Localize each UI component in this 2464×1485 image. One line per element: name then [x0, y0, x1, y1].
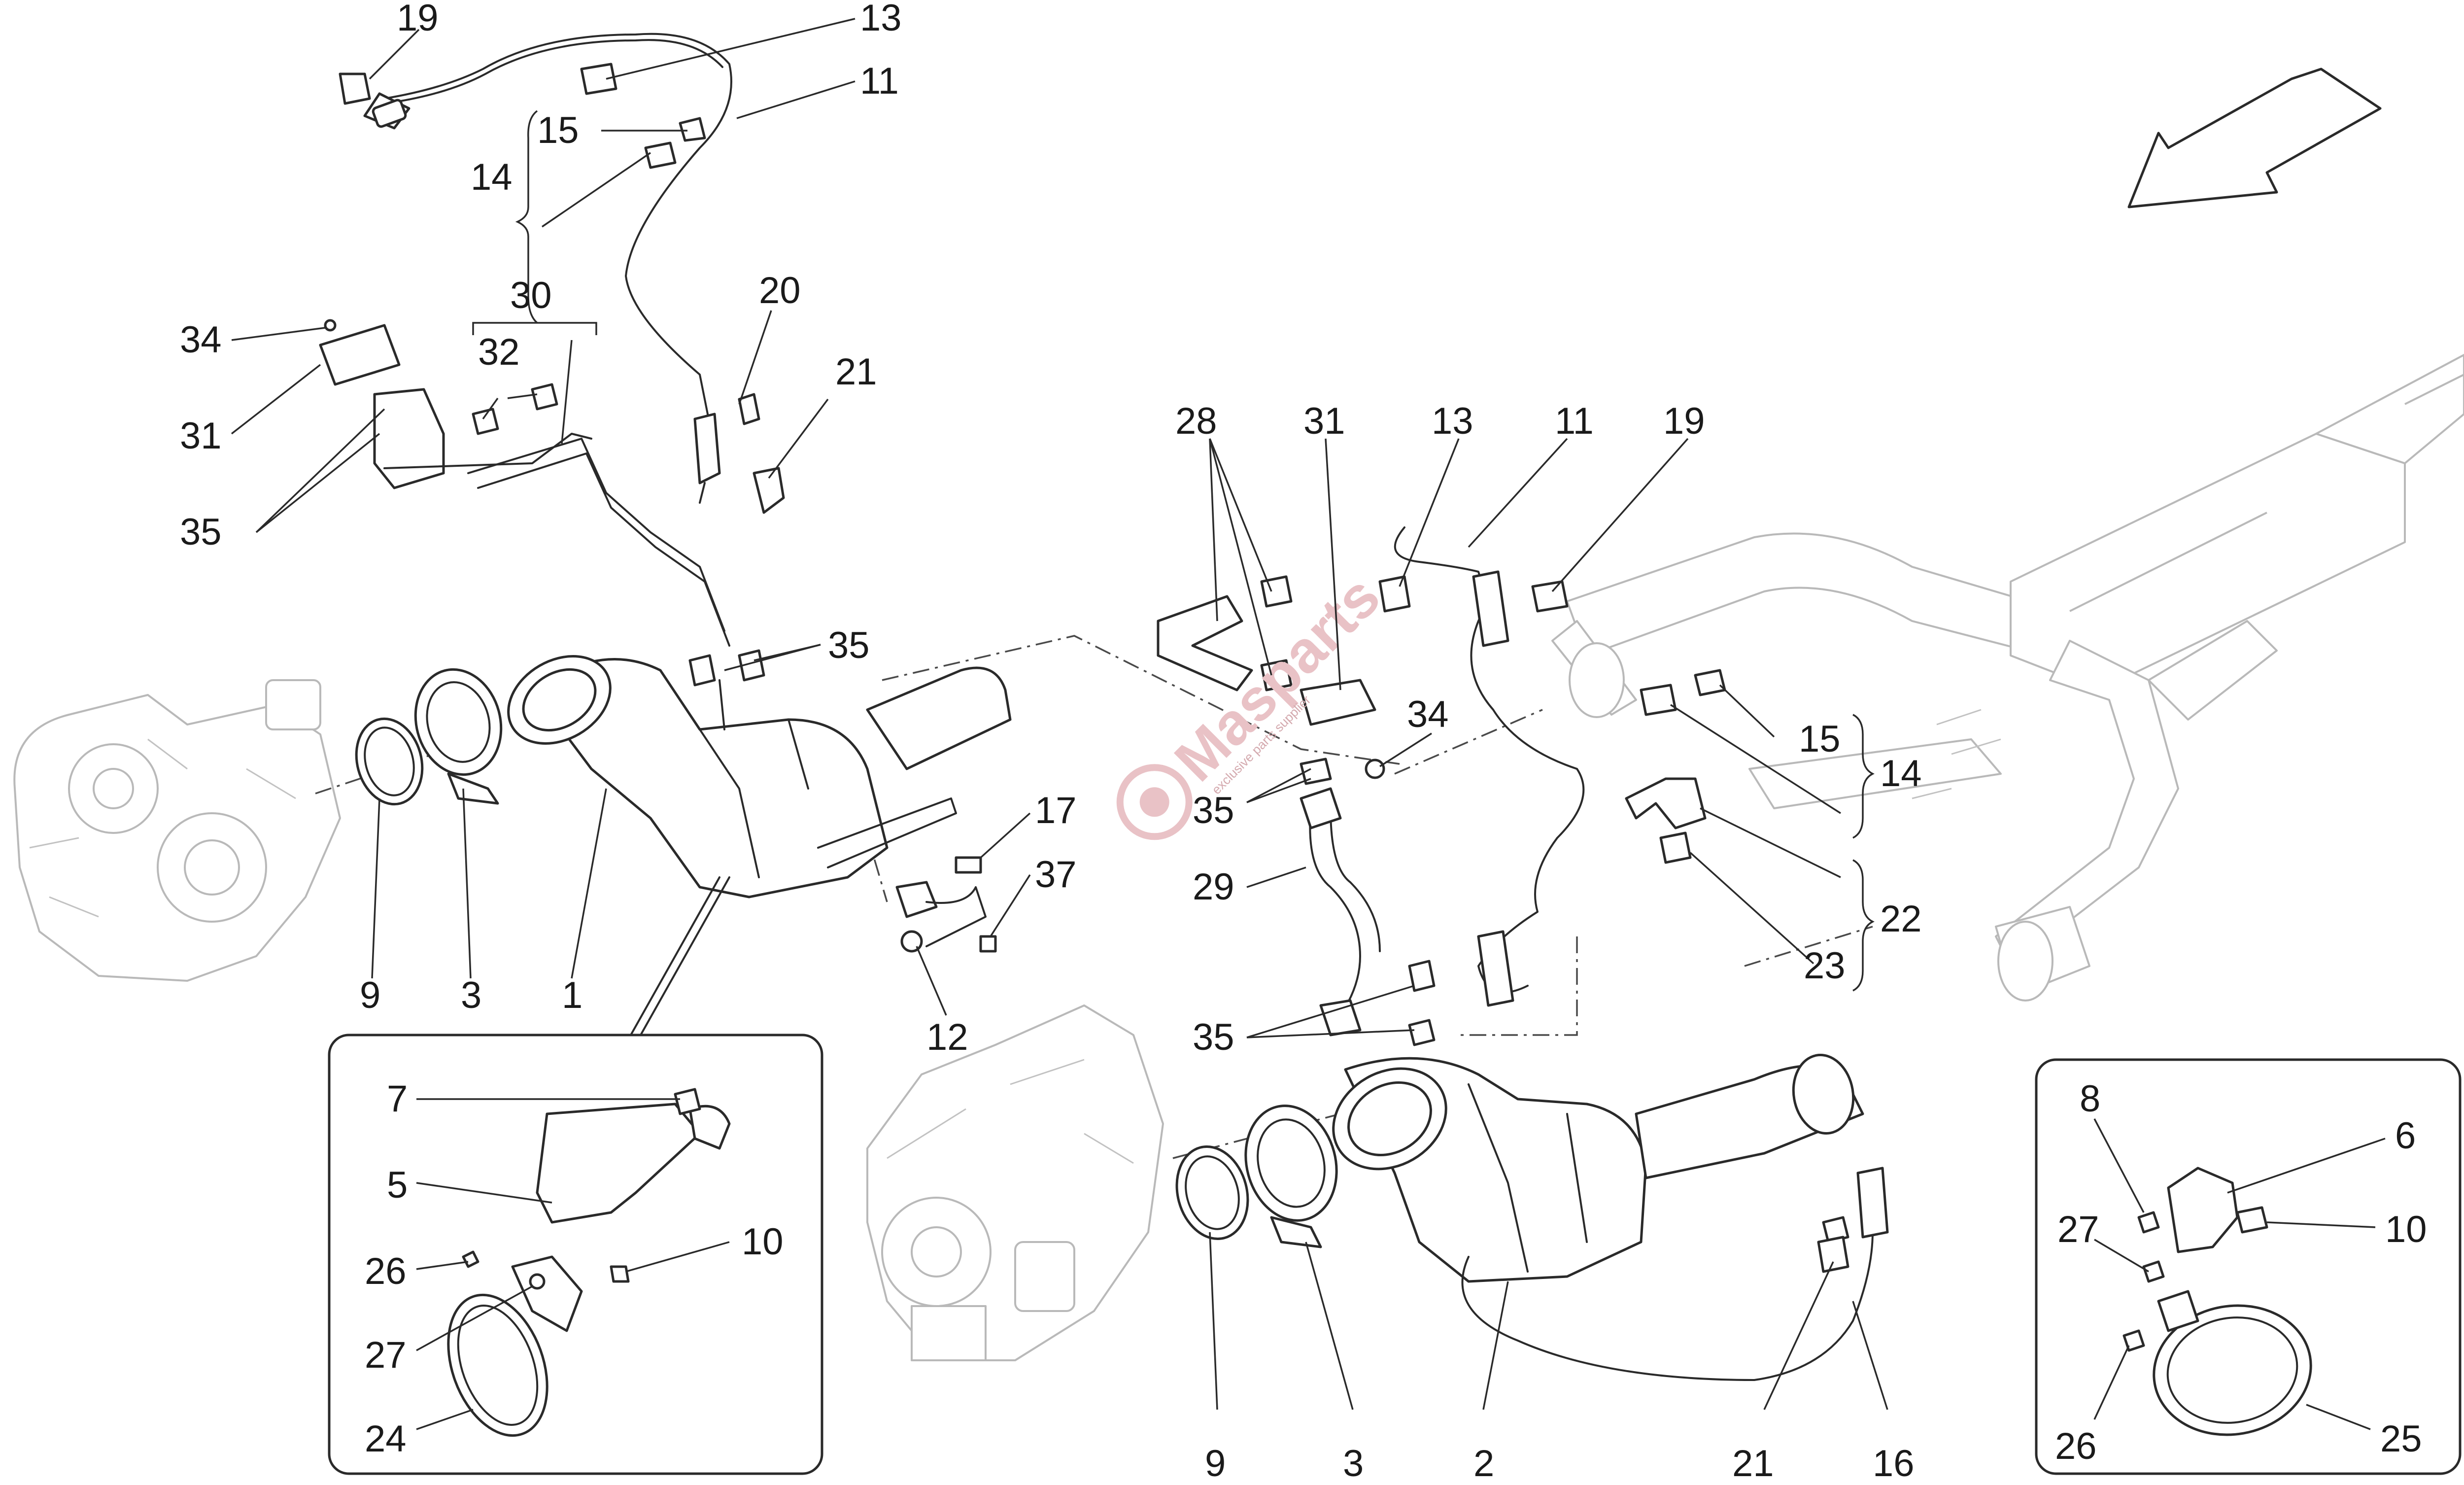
catalytic-converter-2	[1332, 1054, 1864, 1283]
callout-10-right: 10	[2385, 1209, 2427, 1250]
gasket-9-left	[355, 717, 424, 806]
pressure-sensor-31-right	[1300, 679, 1385, 779]
v-band-clamp-3-center	[1244, 1105, 1338, 1248]
callout-numbers: 19 13 11 15 14 30 32 34 31 35 20 21 35 9…	[180, 0, 2427, 1485]
callout-5: 5	[387, 1164, 408, 1206]
callout-11-left: 11	[860, 60, 899, 102]
callout-20: 20	[759, 270, 801, 311]
callout-1: 1	[562, 974, 582, 1016]
callout-2: 2	[1473, 1443, 1494, 1485]
callout-34-right: 34	[1407, 693, 1449, 735]
bracket-22	[1625, 777, 1707, 829]
lambda-sensor-cable-11-left	[363, 33, 732, 504]
v-band-clamp-3-left	[414, 668, 503, 805]
callout-19-left: 19	[397, 0, 439, 39]
callout-26-right: 26	[2055, 1425, 2097, 1467]
catalytic-converter-1	[507, 655, 1012, 898]
ghost-turbo-left	[13, 679, 341, 982]
callout-27-left: 27	[365, 1334, 407, 1376]
bracket-15-right	[1694, 669, 1726, 696]
callout-21-right: 21	[1732, 1443, 1774, 1485]
callout-16: 16	[1873, 1443, 1915, 1485]
ghost-turbo-center	[866, 1004, 1164, 1361]
leader-lines	[231, 18, 2386, 1430]
callout-12: 12	[926, 1016, 968, 1058]
callout-9-center: 9	[1205, 1443, 1226, 1485]
connector-19-right	[1531, 580, 1569, 613]
gasket-9-center	[1175, 1145, 1249, 1241]
callout-28: 28	[1175, 400, 1217, 442]
callout-24: 24	[365, 1418, 407, 1460]
callout-26-left: 26	[365, 1250, 407, 1292]
callout-3-center: 3	[1343, 1443, 1364, 1485]
callout-35-left-top: 35	[180, 511, 222, 553]
bracket-15-left	[679, 117, 706, 142]
callout-21-left: 21	[835, 351, 877, 393]
callout-10-left: 10	[742, 1221, 784, 1263]
bracket-23	[1659, 831, 1692, 864]
callout-7: 7	[387, 1078, 408, 1120]
callout-31-right: 31	[1303, 400, 1345, 442]
hose-fittings-35-left	[688, 649, 765, 730]
callout-6: 6	[2395, 1115, 2416, 1157]
sensor-cable-16	[1461, 1167, 1889, 1381]
callout-14-right: 14	[1880, 753, 1922, 794]
callout-34-left: 34	[180, 319, 222, 361]
clip-20-left	[738, 393, 760, 425]
lambda-sensor-cable-11-right	[1394, 526, 1585, 1007]
pipe-assembly-30-left	[467, 383, 730, 647]
connector-13-right	[1378, 575, 1411, 613]
callout-13-left: 13	[860, 0, 902, 39]
bracket-14-right	[1640, 684, 1677, 716]
callout-29: 29	[1193, 866, 1234, 908]
callout-19-right: 19	[1663, 400, 1705, 442]
clip-21-right	[1817, 1236, 1849, 1273]
callout-32: 32	[478, 331, 520, 373]
callout-14-left: 14	[471, 156, 513, 198]
callout-25: 25	[2380, 1418, 2422, 1460]
callout-8: 8	[2080, 1078, 2100, 1120]
callout-9-left: 9	[360, 974, 380, 1016]
callout-22: 22	[1880, 898, 1922, 940]
sensor-harness-12	[895, 856, 997, 953]
callout-27-right: 27	[2057, 1209, 2099, 1250]
inset-right	[2035, 1058, 2462, 1475]
pressure-sensor-31-left	[319, 319, 592, 489]
connector-19-left	[339, 72, 371, 105]
ghost-exhaust-tailpipes	[1551, 354, 2464, 1002]
callout-30: 30	[510, 275, 552, 316]
callout-15-right: 15	[1799, 718, 1841, 760]
clip-21-left	[753, 467, 785, 514]
callout-17: 17	[1035, 790, 1077, 831]
callout-23: 23	[1804, 945, 1846, 987]
inset-left	[328, 876, 823, 1475]
callout-35-right-bottom: 35	[1193, 1016, 1234, 1058]
callout-31-left: 31	[180, 415, 222, 457]
connector-13-left	[580, 63, 617, 95]
callout-35-left-mid: 35	[828, 624, 870, 666]
pipe-assembly-29	[1300, 787, 1381, 1036]
callout-37: 37	[1035, 854, 1077, 896]
callout-13-right: 13	[1432, 400, 1473, 442]
callout-15-left: 15	[537, 109, 579, 151]
hose-fittings-35-right	[1300, 758, 1436, 1046]
callout-3-left: 3	[461, 974, 481, 1016]
bracket-14-left	[644, 141, 677, 169]
direction-arrow	[2127, 68, 2382, 208]
callout-35-right-top: 35	[1193, 790, 1234, 831]
callout-11-right: 11	[1555, 400, 1594, 442]
